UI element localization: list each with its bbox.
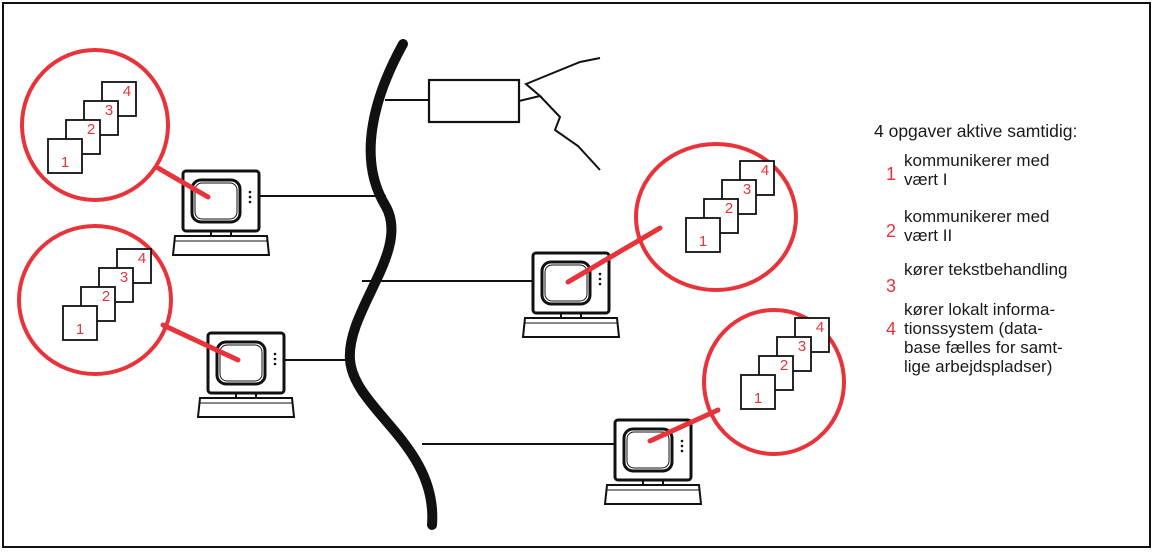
keyboard-base	[521, 317, 621, 338]
network-backbone-cable	[344, 39, 438, 530]
screen-inner	[219, 344, 263, 382]
task-card-number: 2	[87, 121, 95, 138]
task-card-number: 4	[138, 250, 146, 267]
task-connector-line	[155, 165, 211, 200]
legend-text: kommunikerer med vært II	[904, 207, 1050, 245]
legend-number: 3	[886, 276, 897, 296]
task-circle	[702, 308, 846, 456]
task-connector-line	[565, 225, 663, 285]
control-dot	[248, 200, 252, 204]
task-card-number: 4	[761, 162, 769, 179]
task-card-number: 3	[743, 181, 751, 198]
task-card-number: 3	[120, 269, 128, 286]
control-dot	[680, 444, 684, 448]
task-card-number: 4	[123, 83, 131, 100]
control-dot	[680, 449, 684, 453]
task-stack-3: 432 1	[565, 142, 798, 292]
computer-terminal-icon	[521, 251, 621, 338]
legend-text: kommunikerer med vært I	[904, 151, 1050, 189]
task-circle	[634, 142, 798, 292]
task-card-number: 3	[105, 102, 113, 119]
monitor-screen	[190, 178, 242, 224]
task-card-number: 4	[816, 319, 824, 336]
control-dot	[680, 439, 684, 443]
screen-inner	[626, 431, 670, 469]
computer-terminal-icon	[196, 331, 296, 418]
control-dot	[248, 195, 252, 199]
computer-terminal-icon	[603, 418, 703, 505]
task-card	[685, 217, 721, 253]
screen-inner	[544, 264, 588, 302]
task-card	[62, 305, 98, 341]
task-connector-line	[160, 322, 241, 363]
legend-text: kører tekstbehandling	[904, 260, 1068, 279]
task-card	[740, 374, 776, 410]
keyboard-base	[196, 397, 296, 418]
control-dot	[273, 362, 277, 366]
task-circle	[17, 224, 173, 376]
control-dot	[248, 190, 252, 194]
legend-text: kører lokalt informa- tionssystem (data-…	[904, 300, 1063, 376]
task-stack-2: 432 1	[17, 224, 241, 376]
task-stack-4: 432 1	[647, 308, 846, 456]
task-card-number: 1	[699, 233, 707, 250]
task-card-number: 1	[76, 321, 84, 338]
control-dot	[598, 277, 602, 281]
task-card-number: 3	[798, 338, 806, 355]
network-layer	[255, 39, 615, 530]
monitor-screen	[215, 340, 267, 386]
host-modem-icon	[427, 78, 521, 124]
control-dot	[273, 357, 277, 361]
task-card-number: 1	[61, 154, 69, 171]
keyboard-base	[171, 235, 271, 256]
task-circle	[20, 48, 170, 202]
legend-number: 2	[886, 221, 897, 241]
control-dot	[598, 282, 602, 286]
control-dot	[598, 272, 602, 276]
task-stack-1: 432 1	[20, 48, 211, 202]
task-connector-line	[647, 407, 721, 444]
legend-title: 4 opgaver aktive samtidig:	[874, 121, 1078, 141]
task-card-number: 2	[102, 288, 110, 305]
keyboard-base	[603, 484, 703, 505]
task-card-number: 1	[754, 390, 762, 407]
lightning-signal-icon	[518, 57, 601, 171]
task-card-number: 2	[780, 357, 788, 374]
legend-number: 1	[886, 164, 897, 184]
monitor-screen	[622, 427, 674, 473]
computer-terminal-icon	[171, 169, 271, 256]
task-card-number: 2	[725, 200, 733, 217]
legend-number: 4	[886, 319, 897, 339]
task-card	[47, 138, 83, 174]
terminals-layer	[171, 169, 703, 505]
screen-inner	[194, 182, 238, 220]
control-dot	[273, 352, 277, 356]
